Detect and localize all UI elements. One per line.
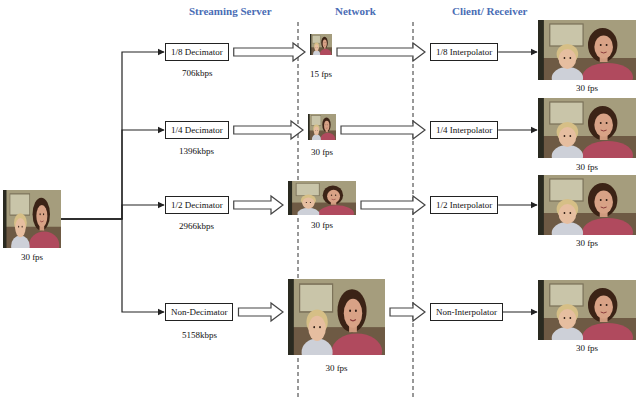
branch-arrow: [61, 219, 164, 312]
frame-rate-caption: 15 fps: [310, 69, 332, 79]
network-video: 30 fps: [288, 279, 385, 373]
box-label: 1/2 Decimator: [171, 200, 223, 210]
output-video: 30 fps: [538, 280, 636, 353]
branch-arrow: [61, 205, 164, 219]
output-video: 30 fps: [538, 175, 636, 248]
video-frame: [538, 98, 636, 158]
video-frame: [308, 114, 336, 140]
video-frame: [538, 20, 636, 80]
hollow-arrow: [234, 43, 305, 61]
decimator-box: Non-Decimator: [165, 303, 233, 321]
network-video: 30 fps: [288, 181, 356, 230]
bitrate-label: 5158kbps: [182, 330, 217, 340]
box-label: 1/8 Interpolator: [436, 47, 492, 57]
column-header: Network: [335, 5, 376, 17]
box-label: 1/4 Interpolator: [436, 125, 492, 135]
interpolator-box: 1/2 Interpolator: [430, 196, 498, 214]
column-header: Streaming Server: [189, 5, 272, 17]
frame-rate-caption: 30 fps: [311, 220, 333, 230]
decimator-box: 1/4 Decimator: [165, 121, 229, 139]
box-label: Non-Decimator: [171, 307, 227, 317]
hollow-arrow: [234, 196, 283, 214]
frame-rate-caption: 30 fps: [325, 363, 347, 373]
hollow-arrow: [234, 121, 303, 139]
flow-arrow: [503, 311, 537, 312]
hollow-arrow: [361, 196, 425, 214]
hollow-arrow: [390, 303, 425, 321]
frame-rate-caption: 30 fps: [576, 83, 598, 93]
box-label: 1/8 Decimator: [171, 47, 223, 57]
frame-rate-caption: 30 fps: [21, 252, 43, 262]
output-video: 30 fps: [538, 20, 636, 93]
bitrate-label: 706kbps: [182, 68, 213, 78]
hollow-arrow: [337, 43, 425, 61]
flow-arrow: [498, 204, 537, 205]
network-video: 30 fps: [308, 114, 336, 157]
bitrate-label: 2966kbps: [179, 221, 214, 231]
frame-rate-caption: 30 fps: [576, 238, 598, 248]
video-frame: [538, 175, 636, 235]
box-label: 1/4 Decimator: [171, 125, 223, 135]
output-video: 30 fps: [538, 98, 636, 172]
box-label: Non-Interpolator: [436, 307, 497, 317]
flow-arrow: [498, 129, 537, 130]
column-header: Client/ Receiver: [452, 5, 527, 17]
hollow-arrow: [238, 303, 283, 321]
network-video: 15 fps: [310, 34, 332, 79]
interpolator-box: Non-Interpolator: [430, 303, 503, 321]
flow-arrow: [498, 51, 537, 52]
video-frame: [538, 280, 636, 340]
frame-rate-caption: 30 fps: [576, 343, 598, 353]
frame-rate-caption: 30 fps: [311, 147, 333, 157]
box-label: 1/2 Interpolator: [436, 200, 492, 210]
branch-arrow: [61, 52, 164, 219]
branch-arrow: [61, 130, 164, 219]
frame-rate-caption: 30 fps: [576, 162, 598, 172]
video-frame: [288, 181, 356, 215]
video-frame: [3, 190, 61, 248]
interpolator-box: 1/8 Interpolator: [430, 43, 498, 61]
video-frame: [288, 279, 385, 355]
decimator-box: 1/2 Decimator: [165, 196, 229, 214]
bitrate-label: 1396kbps: [179, 146, 214, 156]
source-video: 30 fps: [3, 190, 61, 262]
hollow-arrow: [341, 121, 425, 139]
interpolator-box: 1/4 Interpolator: [430, 121, 498, 139]
decimator-box: 1/8 Decimator: [165, 43, 229, 61]
video-frame: [310, 34, 332, 55]
